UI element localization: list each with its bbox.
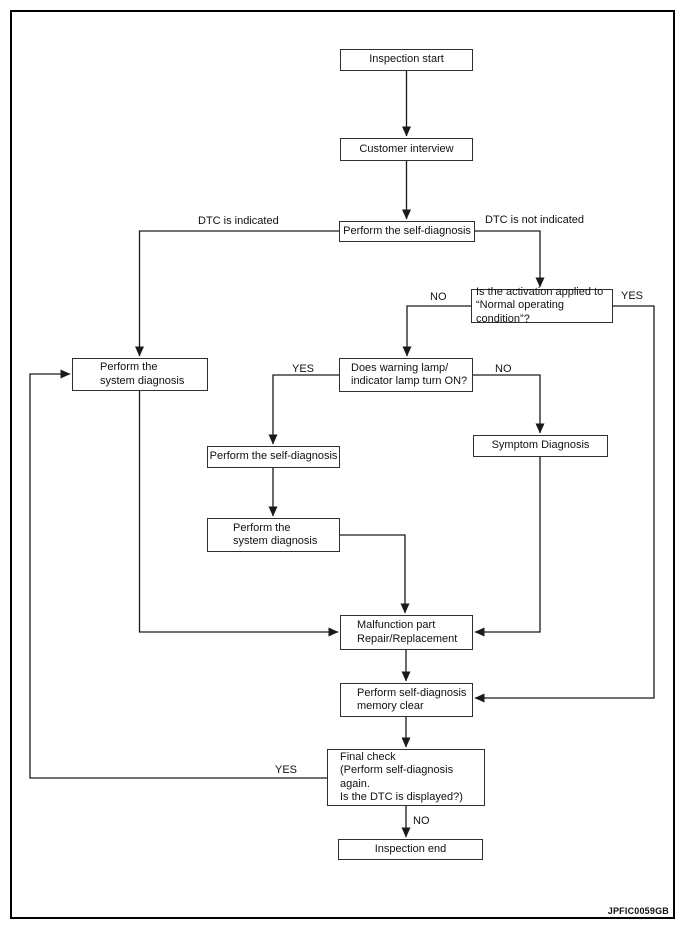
edge-label-final-no: NO xyxy=(413,815,430,827)
flow-node-warning-lamp-check: Does warning lamp/ indicator lamp turn O… xyxy=(339,358,473,392)
edge-label-dtc-not-indicated: DTC is not indicated xyxy=(485,214,585,226)
edge-dtc-indicated xyxy=(135,230,339,357)
flow-node-final-check: Final check (Perform self-diagnosis agai… xyxy=(327,749,485,806)
edge-label-dtc-indicated: DTC is indicated xyxy=(198,215,279,227)
figure-code: JPFIC0059GB xyxy=(607,906,669,916)
edge-warning-yes xyxy=(268,374,339,445)
flow-node-perform-self-diagnosis-top: Perform the self-diagnosis xyxy=(339,221,475,242)
edge-label-activation-no: NO xyxy=(430,291,447,303)
edge-label-final-yes: YES xyxy=(275,764,298,776)
edge-finalcheck-yes-loop xyxy=(29,369,327,779)
edge-label-activation-yes: YES xyxy=(621,290,644,302)
edge-label-warning-no: NO xyxy=(495,363,512,375)
edge-sysdiag1-to-malfunction xyxy=(138,391,339,637)
edge-dtc-not-indicated xyxy=(475,230,545,288)
flow-node-system-diagnosis-2: Perform the system diagnosis xyxy=(207,518,340,552)
flow-node-customer-interview: Customer interview xyxy=(340,138,473,161)
diagram-frame xyxy=(10,10,675,919)
flow-node-system-diagnosis-1: Perform the system diagnosis xyxy=(72,358,208,391)
flow-node-activation-check: Is the activation applied to “Normal ope… xyxy=(471,286,613,325)
edge-activation-no xyxy=(402,305,471,357)
flow-node-inspection-start: Inspection start xyxy=(340,49,473,71)
flow-node-malfunction-repair: Malfunction part Repair/Replacement xyxy=(340,615,473,650)
edge-symptom-to-malfunction xyxy=(474,457,541,637)
flow-node-inspection-end: Inspection end xyxy=(338,839,483,860)
edge-sysdiag2-to-malfunction xyxy=(340,534,410,614)
flow-node-perform-self-diagnosis-2: Perform the self-diagnosis xyxy=(207,446,340,468)
flow-node-symptom-diagnosis: Symptom Diagnosis xyxy=(473,435,608,457)
edge-label-warning-yes: YES xyxy=(292,363,315,375)
edge-activation-yes xyxy=(474,305,655,703)
edge-warning-no xyxy=(473,374,545,434)
flow-node-memory-clear: Perform self-diagnosis memory clear xyxy=(340,683,473,717)
